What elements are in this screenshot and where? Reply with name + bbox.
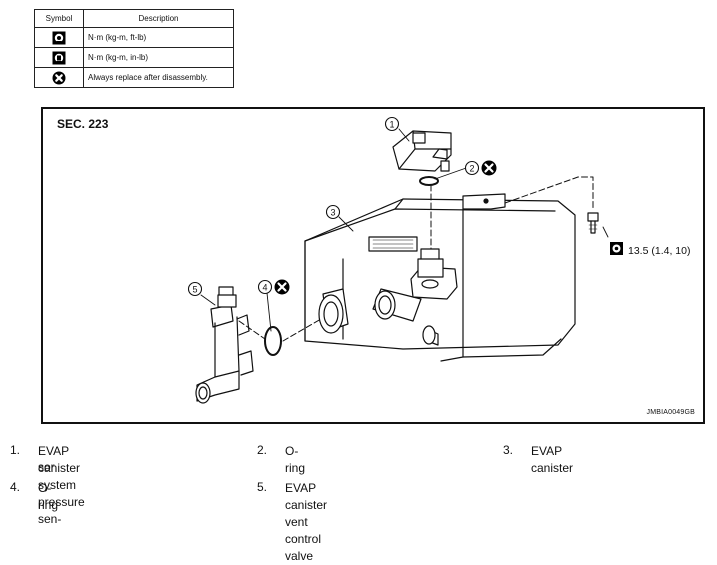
o-ring-2: [419, 176, 439, 186]
callout-5: [187, 281, 203, 297]
evap-canister: [304, 193, 576, 362]
callout-3: [325, 204, 341, 220]
part-name: EVAP canister vent control valve: [285, 481, 328, 563]
legend-row: N·m (kg-m, in-lb): [34, 47, 234, 68]
callout-1-label: 1: [389, 120, 394, 130]
legend-description: Always replace after disassembly.: [83, 67, 234, 88]
legend-header-description: Description: [83, 9, 234, 28]
legend-row: N·m (kg-m, ft-lb): [34, 27, 234, 48]
always-replace-icon: [481, 160, 497, 176]
callout-4-label: 4: [262, 283, 267, 293]
part-name: EVAP canister: [531, 444, 574, 475]
callout-1: [384, 116, 400, 132]
section-label: SEC. 223: [57, 117, 109, 131]
part-name-continued: sor: [38, 460, 55, 474]
part-name: O-ring: [38, 481, 59, 512]
torque-wrench-small-icon: [52, 51, 66, 64]
torque-wrench-icon: [52, 31, 66, 44]
always-replace-icon: [274, 279, 290, 295]
symbol-legend-table: Symbol Description N·m (kg-m, ft-lb) N·m…: [34, 9, 234, 88]
diagram-frame: SEC. 223 JMBIA0049GB 13.5 (1.4, 10): [41, 107, 705, 424]
torque-spec: 13.5 (1.4, 10): [628, 245, 691, 257]
bolt: [587, 212, 599, 234]
part-number: 3.: [503, 443, 514, 457]
callout-4: [257, 279, 273, 295]
figure-code: JMBIA0049GB: [646, 409, 695, 416]
callout-5-label: 5: [192, 285, 197, 295]
assembly-leader-lines: [238, 176, 594, 342]
legend-description: N·m (kg-m, ft-lb): [83, 27, 234, 48]
callout-2-label: 2: [469, 164, 474, 174]
part-number: 5.: [257, 480, 268, 494]
callout-2: [464, 160, 480, 176]
part-name: O-ring: [285, 444, 306, 475]
always-replace-icon: [52, 71, 66, 84]
legend-row: Always replace after disassembly.: [34, 67, 234, 88]
legend-header-symbol: Symbol: [34, 9, 84, 28]
o-ring-4: [264, 326, 282, 356]
part-number: 2.: [257, 443, 268, 457]
legend-header-row: Symbol Description: [34, 9, 234, 28]
callout-3-label: 3: [330, 208, 335, 218]
part-number: 4.: [10, 480, 21, 494]
part-number: 1.: [10, 443, 21, 457]
torque-wrench-icon: [610, 242, 623, 255]
pressure-sensor: [392, 130, 452, 172]
evap-canister-illustration: 1 2 3 4 5: [187, 116, 623, 404]
vent-control-valve: [195, 286, 254, 404]
callout-leaders: [200, 128, 609, 332]
legend-description: N·m (kg-m, in-lb): [83, 47, 234, 68]
